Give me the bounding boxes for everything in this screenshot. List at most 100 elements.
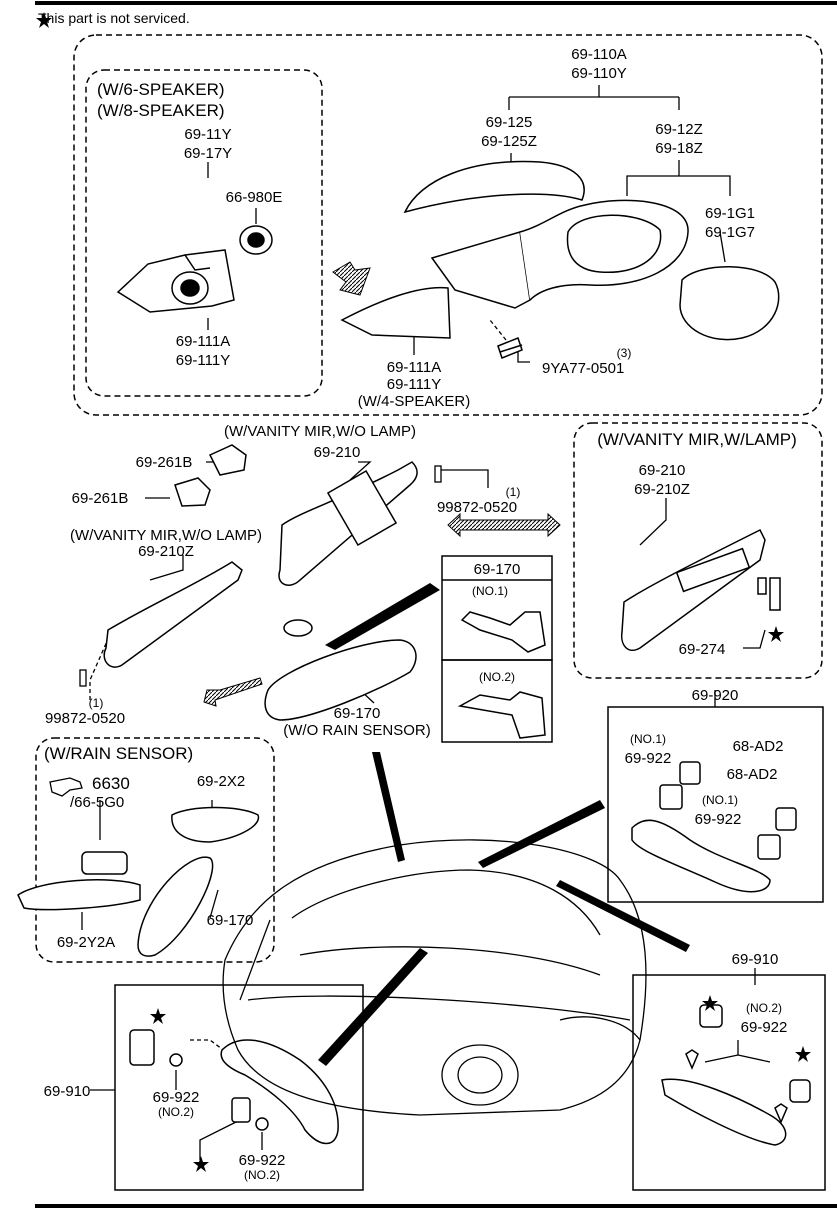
label-w6-speaker: (W/6-SPEAKER) [97,80,225,99]
label-69-110a: 69-110A [571,46,627,63]
label-69-210z-a: 69-210Z [138,543,194,560]
label-69-2y2a: 69-2Y2A [56,934,116,951]
mirror-group-box [73,34,823,416]
label-qty-3: (3) [616,346,632,360]
label-99872-0520-b: 99872-0520 [44,710,126,727]
label-6630: 6630 [92,774,130,793]
pointer-wedge-c [478,800,605,868]
label-no2-left-a: (NO.2) [158,1105,194,1119]
label-w-vanity-wo-lamp-2: (W/VANITY MIR,W/O LAMP) [70,527,262,544]
label-69-111y-a: 69-111Y [175,352,231,369]
tweeter-housing [116,249,235,313]
mirror-base-plate [430,231,531,309]
label-qty-1-a: (1) [505,485,521,499]
hatched-arrow-3 [203,677,263,707]
label-69-1g1: 69-1G1 [704,205,756,222]
label-69-910-right: 69-910 [731,951,779,968]
label-99872-0520-a: 99872-0520 [436,499,518,516]
sensor-cover-2y2a [17,879,141,911]
mirror-mount [283,619,313,637]
rain-sensor-module [81,851,128,875]
label-69-210z-b: 69-210Z [634,481,690,498]
clip-69-922-front-1 [659,784,683,810]
label-no1-mirror: (NO.1) [472,584,508,598]
label-69-111a-b: 69-111A [386,359,442,376]
lamp-bulb-part [769,577,781,611]
speaker-group-box [85,69,323,397]
rain-sensor-box [35,737,275,963]
screw-99872-0520-b [79,669,87,687]
mirror-glass [679,266,780,341]
label-w-rain-sensor: (W/RAIN SENSOR) [44,744,194,763]
visor-holder-1 [208,444,247,476]
sun-visor-210z [103,561,243,668]
label-69-922-b: 69-922 [694,811,742,828]
mirror-no1 [460,611,546,653]
label-66-980e: 66-980E [225,189,283,206]
pointer-wedge-b [372,752,405,862]
pointer-wedge-a [325,583,440,650]
label-w-vanity-w-lamp: (W/VANITY MIR,W/LAMP) [597,430,797,449]
speaker-unit [239,225,273,255]
label-no1-a: (NO.1) [630,732,666,746]
label-69-261b-1: 69-261B [135,454,193,471]
cap-68-ad2-2 [775,807,797,831]
sensor-cover-2x2 [171,806,260,843]
vanity-mirror-210 [326,469,398,547]
assist-grip-right-box [632,974,826,1191]
label-69-210-b: 69-210 [638,462,686,479]
label-69-11y: 69-11Y [184,126,232,143]
label-69-111a-a: 69-111A [175,333,231,350]
label-69-17y: 69-17Y [183,145,233,162]
mirror-inner-garnish [340,286,451,339]
label-69-18z: 69-18Z [655,140,703,157]
vanity-lamp-box [573,422,823,679]
sun-visor-lamp [620,528,766,652]
grip-bracket-right-1 [699,1004,723,1028]
label-69-920: 69-920 [691,687,739,704]
label-69-170-box: 69-170 [473,561,521,578]
clip-69-922-right-2 [774,1103,788,1124]
assist-grip-right [661,1078,787,1146]
star-markers [36,12,811,1172]
label-no2-mirror: (NO.2) [479,670,515,684]
label-69-170: 69-170 [333,705,381,722]
label-no2-right: (NO.2) [746,1001,782,1015]
vehicle-outline [222,839,647,1116]
label-69-261b-2: 69-261B [71,490,129,507]
clip-69-922-right-1 [685,1049,699,1070]
pointer-wedge-e [556,880,690,952]
label-69-125: 69-125 [485,114,533,131]
assist-grip-front [631,819,771,893]
label-no2-left-b: (NO.2) [244,1168,280,1182]
label-69-110y: 69-110Y [571,65,627,82]
pointing-hand-icon [49,777,83,797]
grip-bracket-right-2 [789,1079,811,1103]
mirror-no2 [457,691,546,739]
assist-grip-left [220,1039,339,1145]
label-69-210-a: 69-210 [313,444,361,461]
grip-bracket-left-1 [129,1029,155,1066]
label-9ya77-0501: 9YA77-0501 [542,360,625,377]
clip-69-922-left-1 [169,1053,183,1067]
legend-note: This part is not serviced. [38,10,190,26]
label-qty-1-b: (1) [88,696,104,710]
clip-69-922-front-2 [757,834,781,860]
mirror-bolt-head [497,337,523,359]
label-68-ad2-a: 68-AD2 [732,738,784,755]
label-69-111y-b: 69-111Y [386,376,442,393]
vanity-lamp-lens [675,547,751,593]
hatched-arrow-2 [447,512,561,538]
label-w8-speaker: (W/8-SPEAKER) [97,101,225,120]
label-69-170-rain: 69-170 [206,912,254,929]
label-69-922-left-b: 69-922 [238,1152,286,1169]
pointer-wedge-d [318,948,428,1066]
label-69-274: 69-274 [678,641,726,658]
label-66-5g0: /66-5G0 [70,794,125,811]
label-69-910-left: 69-910 [43,1083,91,1100]
label-wo-rain-sensor: (W/O RAIN SENSOR) [283,722,431,739]
rearview-mirror-rain [137,856,214,957]
grip-bracket-left-2 [231,1097,251,1123]
mirror-no2-box [441,659,553,743]
visor-holder-2 [174,477,211,507]
